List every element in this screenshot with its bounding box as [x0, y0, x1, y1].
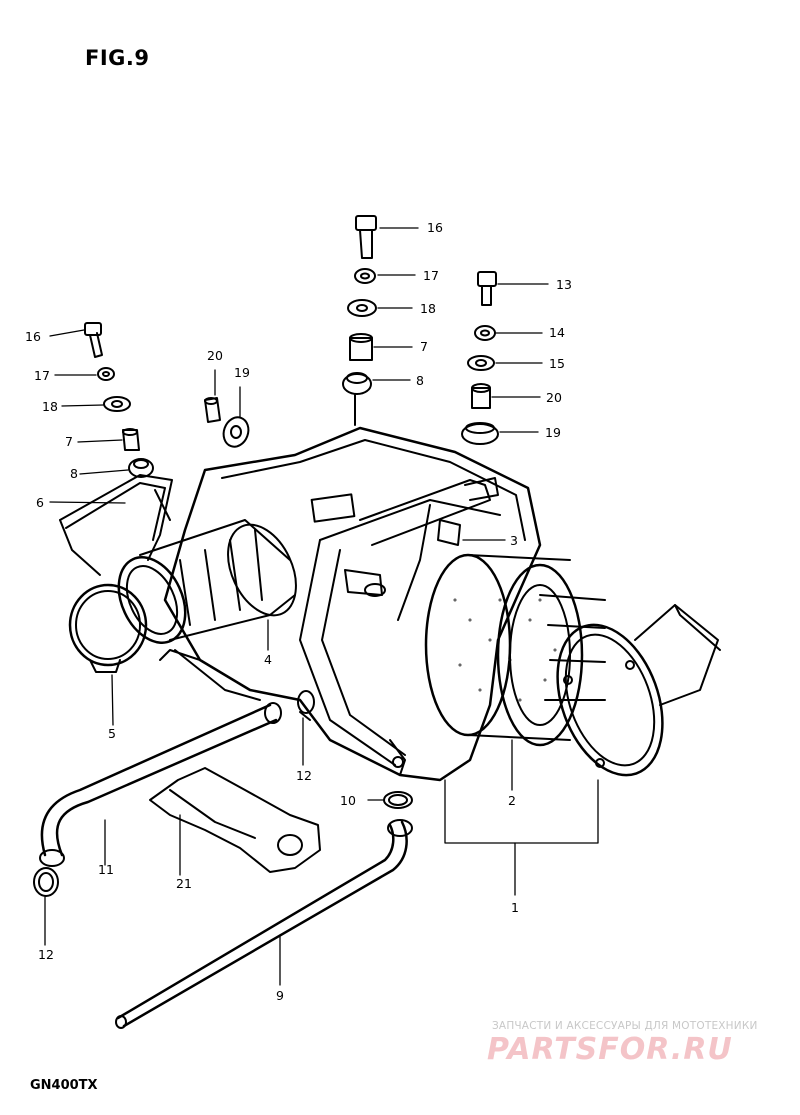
funnel-clamp	[68, 583, 148, 673]
callout-12-lower: 12	[38, 947, 54, 962]
callout-5: 5	[108, 726, 116, 741]
filter-frame	[496, 563, 606, 747]
callout-8-left: 8	[70, 466, 78, 481]
callout-18-left: 18	[42, 399, 58, 414]
figure-title: FIG.9	[85, 46, 150, 70]
breather-hose	[115, 819, 413, 1029]
mounting-bracket	[59, 474, 173, 576]
callout-12-upper: 12	[296, 768, 312, 783]
callout-1: 1	[511, 900, 519, 915]
left-center-hardware	[204, 397, 250, 448]
callout-20-right: 20	[546, 390, 562, 405]
callout-7-center: 7	[420, 339, 428, 354]
center-hardware-stack	[342, 215, 377, 426]
callout-17-center: 17	[423, 268, 439, 283]
callout-16-center: 16	[427, 220, 443, 235]
callout-2: 2	[508, 793, 516, 808]
callout-17-left: 17	[34, 368, 50, 383]
intake-funnel	[117, 519, 297, 644]
callout-14: 14	[549, 325, 565, 340]
callout-16-left: 16	[25, 329, 41, 344]
callout-4: 4	[264, 652, 272, 667]
callout-13: 13	[556, 277, 572, 292]
callout-18-center: 18	[420, 301, 436, 316]
left-hardware-stack	[84, 322, 154, 478]
duct-cover	[149, 767, 321, 873]
watermark-brand: PARTSFOR.RU	[487, 1032, 733, 1067]
callout-19-right: 19	[545, 425, 561, 440]
callout-21: 21	[176, 876, 192, 891]
callout-9: 9	[276, 988, 284, 1003]
callout-10: 10	[340, 793, 356, 808]
callout-labels: 16 17 18 7 8 13 14 15 20 19 16 17 18 7 8…	[25, 220, 572, 1003]
callout-3: 3	[510, 533, 518, 548]
callout-19-left: 19	[234, 365, 250, 380]
watermark-caption: ЗАПЧАСТИ И АКСЕССУАРЫ ДЛЯ МОТОТЕХНИКИ	[492, 1020, 758, 1032]
callout-7-left: 7	[65, 434, 73, 449]
right-hardware-stack	[461, 271, 499, 445]
air-cleaner-case	[159, 426, 542, 782]
callout-11: 11	[98, 862, 114, 877]
callout-6: 6	[36, 495, 44, 510]
callout-15: 15	[549, 356, 565, 371]
callout-8-center: 8	[416, 373, 424, 388]
leader-lines	[44, 227, 599, 986]
drain-hose	[39, 702, 282, 867]
callout-20-left: 20	[207, 348, 223, 363]
filter-cap	[556, 604, 721, 777]
model-code: GN400TX	[30, 1078, 98, 1093]
